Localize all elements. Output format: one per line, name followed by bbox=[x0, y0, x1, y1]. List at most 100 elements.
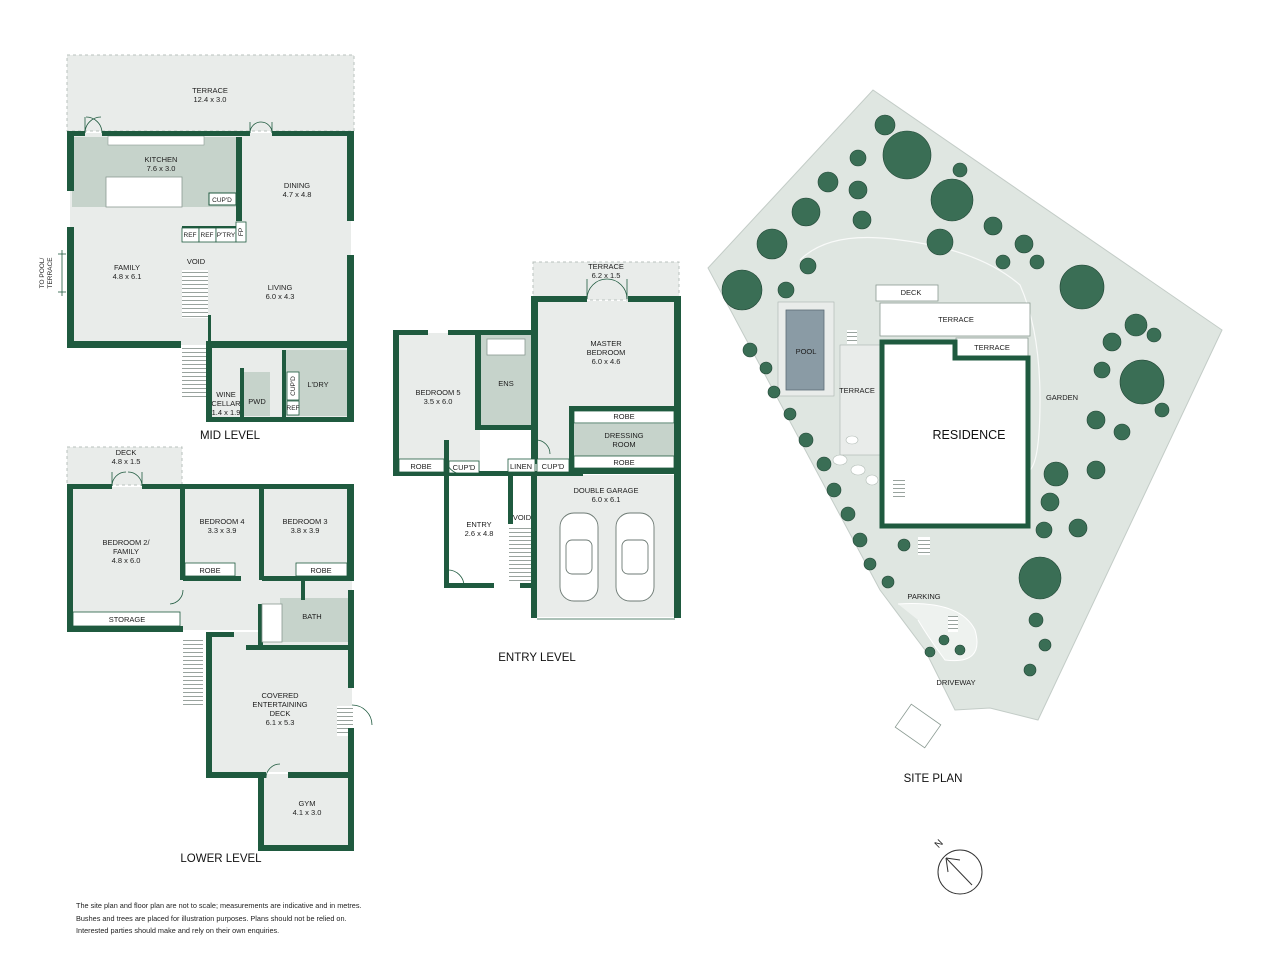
ref-label-1: REF bbox=[184, 232, 197, 239]
ref-label-3: REF bbox=[287, 405, 300, 412]
site-steps-4 bbox=[948, 616, 958, 632]
entry-terrace-area bbox=[532, 261, 680, 301]
bedroom2-label-1: BEDROOM 2/ bbox=[102, 538, 150, 547]
cupboard-label-b: CUP'D bbox=[542, 462, 565, 471]
storage-box bbox=[72, 611, 181, 627]
pool-water bbox=[785, 309, 825, 391]
bedroom3-label: BEDROOM 3 bbox=[282, 517, 327, 526]
robe-box-2 bbox=[295, 562, 348, 577]
laundry-label: L'DRY bbox=[307, 380, 328, 389]
entry-level-title: ENTRY LEVEL bbox=[498, 652, 576, 664]
entry-terrace-dim: 6.2 x 1.5 bbox=[592, 271, 621, 280]
garage-dim: 6.0 x 6.1 bbox=[592, 495, 621, 504]
site-steps-3 bbox=[918, 537, 930, 555]
robe-label-a: ROBE bbox=[613, 412, 634, 421]
site-terrace-a bbox=[879, 302, 1031, 337]
disclaimer-line-3: Interested parties should make and rely … bbox=[76, 926, 280, 935]
robe-box-a bbox=[573, 410, 675, 424]
master-label-2: BEDROOM bbox=[587, 348, 626, 357]
bedroom5-floor bbox=[396, 333, 480, 473]
fireplace-box bbox=[235, 221, 247, 243]
driveway-label: DRIVEWAY bbox=[936, 678, 975, 687]
ensuite-label: ENS bbox=[498, 379, 513, 388]
lower-level-plan: DECK 4.8 x 1.5 BEDROOM 2/ FAMILY 4.8 x 6… bbox=[66, 446, 373, 865]
bedroom2-label-2: FAMILY bbox=[113, 547, 139, 556]
car-right bbox=[615, 512, 655, 602]
bedroom5-dim: 3.5 x 6.0 bbox=[424, 397, 453, 406]
living-label: LIVING bbox=[268, 283, 293, 292]
robe-label-b: ROBE bbox=[613, 458, 634, 467]
wine-cellar-label-1: WINE bbox=[216, 390, 236, 399]
entry-terrace-label: TERRACE bbox=[588, 262, 624, 271]
pwd-area bbox=[244, 372, 270, 416]
stairs-lower bbox=[183, 640, 203, 705]
disclaimer: The site plan and floor plan are not to … bbox=[76, 900, 406, 938]
gym-floor bbox=[260, 774, 352, 848]
bedroom5-label: BEDROOM 5 bbox=[415, 388, 460, 397]
deck-area bbox=[66, 446, 183, 486]
pwd-label: PWD bbox=[248, 397, 266, 406]
covered-deck-dim: 6.1 x 5.3 bbox=[266, 718, 295, 727]
lawn-curve bbox=[799, 236, 1041, 471]
stairs-entry bbox=[509, 525, 531, 583]
bathtub bbox=[261, 603, 283, 643]
terrace-dim: 12.4 x 3.0 bbox=[194, 95, 227, 104]
site-steps-1 bbox=[847, 330, 857, 344]
bath-label: BATH bbox=[302, 612, 321, 621]
car-left bbox=[559, 512, 599, 602]
cupboard-mid-2 bbox=[286, 371, 300, 401]
bath-area bbox=[280, 598, 348, 642]
entry-dim: 2.6 x 4.8 bbox=[465, 529, 494, 538]
entry-label: ENTRY bbox=[466, 520, 491, 529]
gym-dim: 4.1 x 3.0 bbox=[293, 808, 322, 817]
deck-label: DECK bbox=[116, 448, 137, 457]
master-dim: 6.0 x 4.6 bbox=[592, 357, 621, 366]
robe-label-c: ROBE bbox=[410, 462, 431, 471]
kitchen-dim: 7.6 x 3.0 bbox=[147, 164, 176, 173]
cupboard-box-b bbox=[536, 458, 570, 473]
wine-cellar-dim: 1.4 x 1.9 bbox=[212, 408, 241, 417]
parking-label: PARKING bbox=[907, 592, 940, 601]
site-plan: DECK TERRACE TERRACE TERRACE POOL RESIDE… bbox=[707, 89, 1223, 895]
cupboard-label-2: CUP'D bbox=[290, 376, 297, 396]
garage-label: DOUBLE GARAGE bbox=[573, 486, 638, 495]
stairs-mid-down bbox=[182, 348, 206, 398]
cupboard-label: CUP'D bbox=[212, 197, 232, 204]
mid-level-plan: TERRACE 12.4 x 3.0 KITCHEN 7.6 x 3.0 DIN… bbox=[39, 54, 355, 442]
garage-floor bbox=[533, 475, 679, 617]
to-pool-label-1: TO POOL/ bbox=[39, 258, 46, 289]
linen-box bbox=[507, 458, 536, 473]
disclaimer-line-2: Bushes and trees are placed for illustra… bbox=[76, 913, 347, 923]
site-deck-label: DECK bbox=[901, 288, 922, 297]
kitchen-label: KITCHEN bbox=[145, 155, 178, 164]
covered-deck-label-3: DECK bbox=[270, 709, 291, 718]
cupboard-mid bbox=[208, 192, 237, 206]
site-steps-2 bbox=[893, 480, 905, 500]
garden-path bbox=[832, 435, 879, 486]
dining-dim: 4.7 x 4.8 bbox=[283, 190, 312, 199]
storage-label: STORAGE bbox=[109, 615, 146, 624]
kitchen-bench bbox=[107, 135, 205, 146]
disclaimer-line-1: The site plan and floor plan are not to … bbox=[76, 901, 362, 910]
robe-box-c bbox=[398, 458, 445, 473]
robe-label-2: ROBE bbox=[310, 566, 331, 575]
stairs-mid bbox=[182, 270, 208, 318]
ref-box-3 bbox=[286, 400, 300, 416]
fireplace-label: FP bbox=[238, 228, 245, 236]
gym-label: GYM bbox=[298, 799, 315, 808]
site-terrace-label-c: TERRACE bbox=[839, 386, 875, 395]
deck-dim: 4.8 x 1.5 bbox=[112, 457, 141, 466]
ref-label-2: REF bbox=[201, 232, 214, 239]
kitchen-island bbox=[105, 176, 183, 208]
covered-deck-label-2: ENTERTAINING bbox=[252, 700, 307, 709]
north-label: N bbox=[933, 838, 946, 851]
dining-label: DINING bbox=[284, 181, 310, 190]
cupboard-label-a: CUP'D bbox=[453, 463, 476, 472]
void-label: VOID bbox=[187, 257, 206, 266]
robe-label-1: ROBE bbox=[199, 566, 220, 575]
covered-deck-label-1: COVERED bbox=[261, 691, 299, 700]
dressing-area bbox=[571, 424, 674, 456]
family-dim: 4.8 x 6.1 bbox=[113, 272, 142, 281]
dressing-label-2: ROOM bbox=[612, 440, 635, 449]
